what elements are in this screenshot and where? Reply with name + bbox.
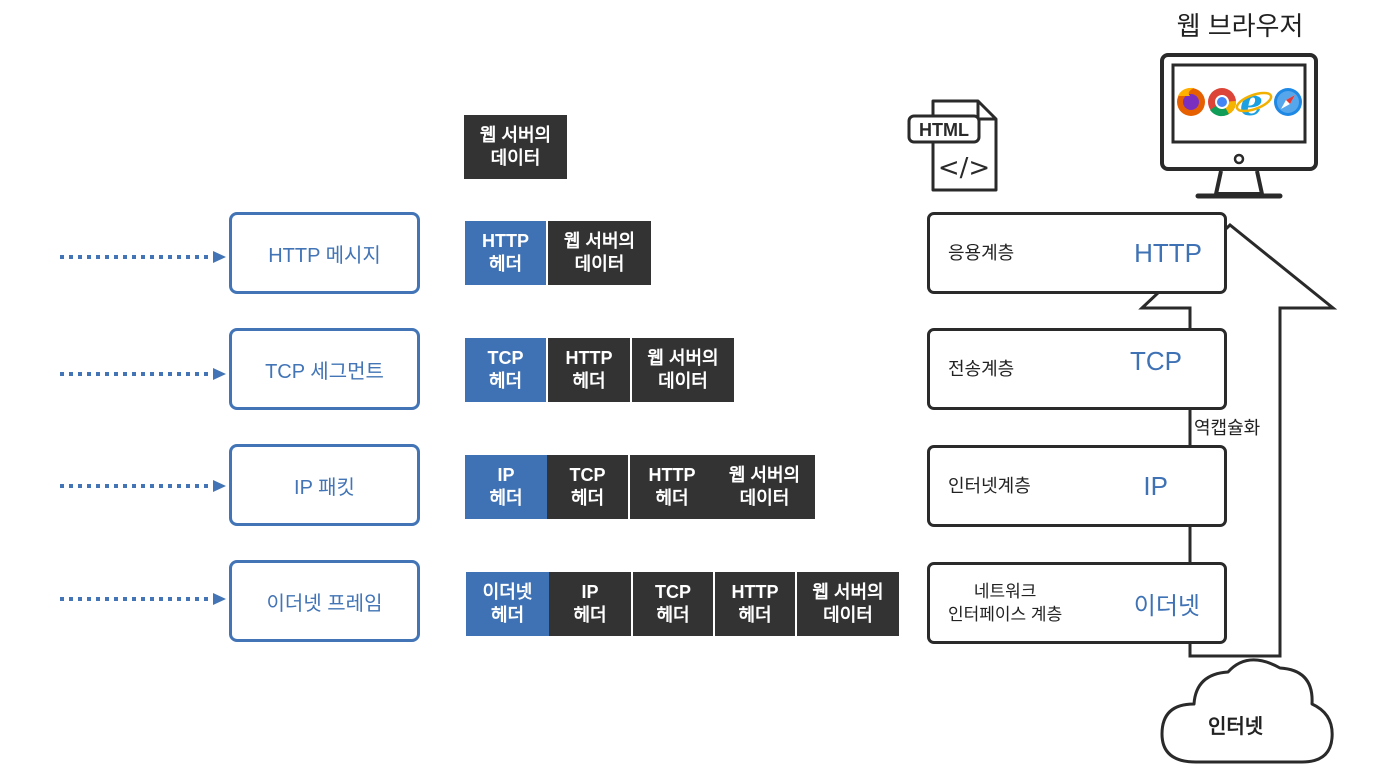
segment-http-header: HTTP 헤더 — [465, 221, 548, 285]
segment-server-data: 웹 서버의 데이터 — [797, 572, 899, 636]
segment-ethernet-header: 이더넷 헤더 — [466, 572, 549, 636]
chrome-icon — [1208, 88, 1237, 117]
layer-name: 네트워크 인터페이스 계층 — [948, 582, 1063, 624]
segment-tcp-header: TCP 헤더 — [633, 572, 715, 636]
layer-transport: 전송계층 TCP — [927, 328, 1227, 410]
cloud-icon — [1160, 658, 1334, 764]
segment-tcp-header: TCP 헤더 — [465, 338, 548, 402]
layer-name: 인터넷계층 — [948, 475, 1031, 496]
html-file-symbol: </> — [938, 153, 990, 183]
svg-text:e: e — [1240, 82, 1263, 122]
html-file-label: HTML — [919, 120, 969, 140]
layer-protocol: 이더넷 — [1133, 592, 1200, 620]
server-data-block: 웹 서버의 데이터 — [464, 115, 567, 179]
dotted-arrow-ip — [60, 480, 226, 492]
row-label-ip-packet: IP 패킷 — [229, 444, 420, 526]
segment-tcp-header: TCP 헤더 — [547, 455, 630, 519]
browser-logos: e — [1177, 82, 1302, 122]
safari-icon — [1274, 88, 1302, 116]
layer-name: 전송계층 — [948, 358, 1015, 379]
segment-server-data: 웹 서버의 데이터 — [714, 455, 815, 519]
layer-internet: 인터넷계층 IP — [927, 445, 1227, 527]
monitor-icon — [1160, 53, 1318, 199]
ie-icon: e — [1235, 82, 1273, 122]
layer-network-interface: 네트워크 인터페이스 계층 이더넷 — [927, 562, 1227, 644]
layer-protocol: HTTP — [1134, 237, 1202, 268]
dotted-arrow-ethernet — [60, 593, 226, 605]
segment-server-data: 웹 서버의 데이터 — [632, 338, 734, 402]
row-label-ethernet-frame: 이더넷 프레임 — [229, 560, 420, 642]
layer-application: 응용계층 HTTP — [927, 212, 1227, 294]
firefox-icon — [1177, 87, 1205, 116]
segment-http-header: HTTP 헤더 — [630, 455, 714, 519]
layer-protocol: TCP — [1130, 345, 1182, 376]
html-file-icon: HTML </> — [907, 99, 998, 192]
segment-ip-header: IP 헤더 — [549, 572, 633, 636]
layer-name: 응용계층 — [948, 242, 1015, 263]
dotted-arrow-http — [60, 251, 226, 263]
decapsulation-label: 역캡슐화 — [1193, 414, 1262, 440]
segment-http-header: HTTP 헤더 — [715, 572, 797, 636]
segment-http-header: HTTP 헤더 — [548, 338, 632, 402]
segment-ip-header: IP 헤더 — [465, 455, 547, 519]
dotted-arrow-tcp — [60, 368, 226, 380]
cloud-label: 인터넷 — [1208, 716, 1264, 738]
segment-server-data: 웹 서버의 데이터 — [548, 221, 651, 285]
layer-protocol: IP — [1143, 470, 1168, 501]
browser-title: 웹 브라우저 — [1176, 11, 1304, 41]
row-label-http-message: HTTP 메시지 — [229, 212, 420, 294]
row-label-tcp-segment: TCP 세그먼트 — [229, 328, 420, 410]
